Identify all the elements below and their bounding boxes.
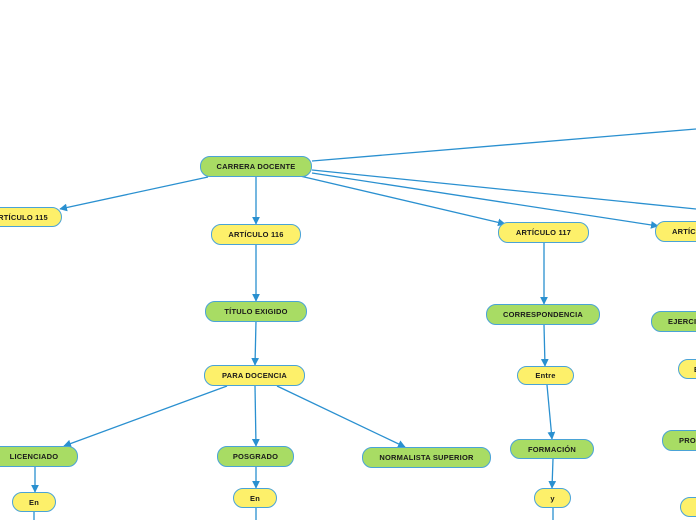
edge-correspondencia-to-entre bbox=[540, 324, 549, 367]
node-entre[interactable]: Entre bbox=[517, 366, 574, 385]
node-en-licenciado[interactable]: En bbox=[12, 492, 56, 512]
node-en-posgrado[interactable]: En bbox=[233, 488, 277, 508]
edge-para-docencia-to-posgrado bbox=[251, 385, 260, 447]
edge-carrera-to-articulo-118b bbox=[311, 169, 696, 210]
edge-titulo-to-para-docencia bbox=[251, 320, 260, 366]
node-right-partial-2[interactable] bbox=[680, 497, 696, 517]
edge-para-docencia-to-normalista bbox=[276, 385, 406, 448]
node-articulo-115[interactable]: RTÍCULO 115 bbox=[0, 207, 62, 227]
node-ejercicio[interactable]: EJERCIC bbox=[651, 311, 696, 332]
edge-formacion-to-y bbox=[548, 458, 557, 489]
node-titulo-exigido[interactable]: TÍTULO EXIGIDO bbox=[205, 301, 307, 322]
node-posgrado[interactable]: POSGRADO bbox=[217, 446, 294, 467]
edge-entre-to-formacion bbox=[546, 384, 556, 440]
node-para-docencia[interactable]: PARA DOCENCIA bbox=[204, 365, 305, 386]
edge-carrera-to-articulo-118a bbox=[311, 172, 659, 229]
edge-carrera-to-articulo-115 bbox=[59, 176, 209, 212]
node-right-partial-1[interactable]: E bbox=[678, 359, 696, 379]
node-y[interactable]: y bbox=[534, 488, 571, 508]
edge-para-docencia-to-licenciado bbox=[63, 385, 228, 448]
node-licenciado[interactable]: LICENCIADO bbox=[0, 446, 78, 467]
node-carrera-docente[interactable]: CARRERA DOCENTE bbox=[200, 156, 312, 177]
node-articulo-118[interactable]: ARTÍC bbox=[655, 221, 696, 242]
node-articulo-116[interactable]: ARTÍCULO 116 bbox=[211, 224, 301, 245]
node-correspondencia[interactable]: CORRESPONDENCIA bbox=[486, 304, 600, 325]
node-normalista-superior[interactable]: NORMALISTA SUPERIOR bbox=[362, 447, 491, 468]
edge-carrera-to-articulo-117 bbox=[299, 175, 506, 227]
node-profesional[interactable]: PRO bbox=[662, 430, 696, 451]
node-articulo-117[interactable]: ARTÍCULO 117 bbox=[498, 222, 589, 243]
node-formacion[interactable]: FORMACIÓN bbox=[510, 439, 594, 459]
edge-carrera-to-offscreen bbox=[311, 128, 696, 162]
